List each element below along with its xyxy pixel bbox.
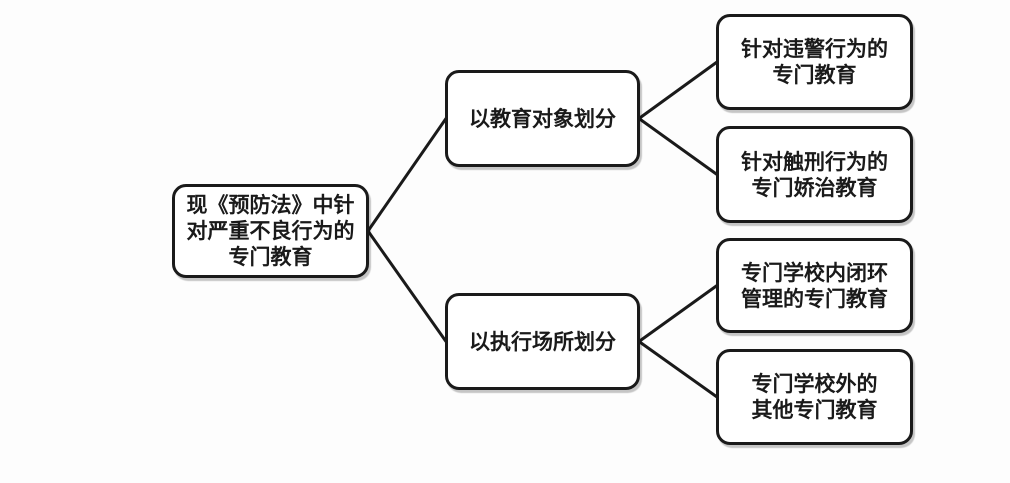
node-text-line: 以教育对象划分 bbox=[469, 106, 616, 131]
node-text-line: 专门教育 bbox=[772, 63, 857, 87]
node-text-line: 专门娇治教育 bbox=[751, 175, 878, 200]
leaf-node-closed-campus-education: 专门学校内闭环 管理的专门教育 bbox=[716, 238, 913, 333]
leaf-node-other-off-campus-education: 专门学校外的 其他专门教育 bbox=[716, 349, 913, 445]
node-text-line: 以执行场所划分 bbox=[469, 329, 616, 354]
leaf-node-police-violation-education: 针对违警行为的 专门教育 bbox=[716, 14, 913, 110]
node-text-line: 针对触刑行为的 bbox=[741, 149, 888, 174]
node-text-line: 专门学校外的 bbox=[751, 372, 878, 396]
branch-node-by-execution-place: 以执行场所划分 bbox=[445, 293, 640, 390]
leaf-node-criminal-correction-education: 针对触刑行为的 专门娇治教育 bbox=[716, 126, 913, 223]
node-text-line: 专门教育 bbox=[228, 245, 313, 269]
branch-node-by-education-object: 以教育对象划分 bbox=[445, 70, 640, 167]
node-text-line: 现《预防法》中针 bbox=[186, 193, 355, 217]
root-node-special-education: 现《预防法》中针 对严重不良行为的 专门教育 bbox=[172, 184, 369, 278]
node-text-line: 针对违警行为的 bbox=[741, 37, 888, 61]
node-text-line: 对严重不良行为的 bbox=[186, 219, 355, 243]
node-text-line: 管理的专门教育 bbox=[741, 286, 888, 311]
node-text-line: 专门学校内闭环 bbox=[741, 260, 888, 285]
node-text-line: 其他专门教育 bbox=[751, 398, 878, 422]
